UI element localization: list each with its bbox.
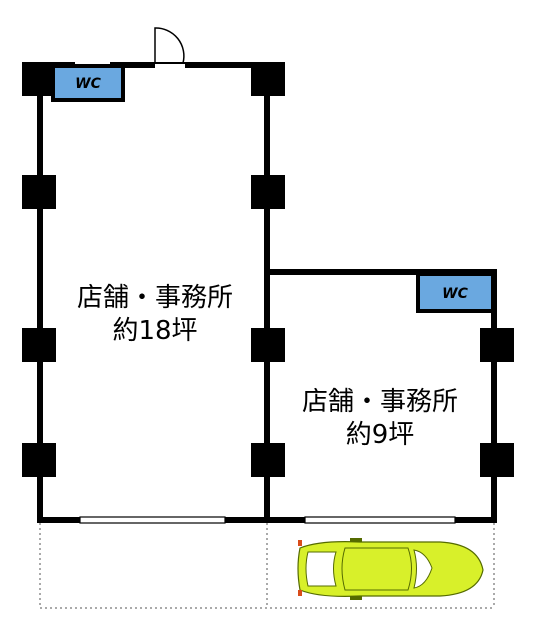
parking-outline — [39, 523, 495, 609]
wc-label-right: WC — [442, 286, 468, 302]
room-right-walls — [267, 269, 497, 523]
wc-box-right: WC — [416, 272, 495, 313]
room-right-name: 店舗・事務所 — [302, 387, 458, 417]
wc-label-left: WC — [75, 76, 101, 92]
room-right-area: 約9坪 — [346, 420, 415, 450]
columns — [22, 62, 514, 477]
room-left-name: 店舗・事務所 — [77, 283, 233, 313]
wc-box-left: WC — [51, 64, 125, 102]
room-left-area: 約18坪 — [112, 316, 197, 346]
room-right-opening — [304, 516, 456, 524]
door-swing-icon — [154, 27, 185, 64]
room-left-opening — [79, 516, 226, 524]
car-icon — [297, 538, 484, 600]
